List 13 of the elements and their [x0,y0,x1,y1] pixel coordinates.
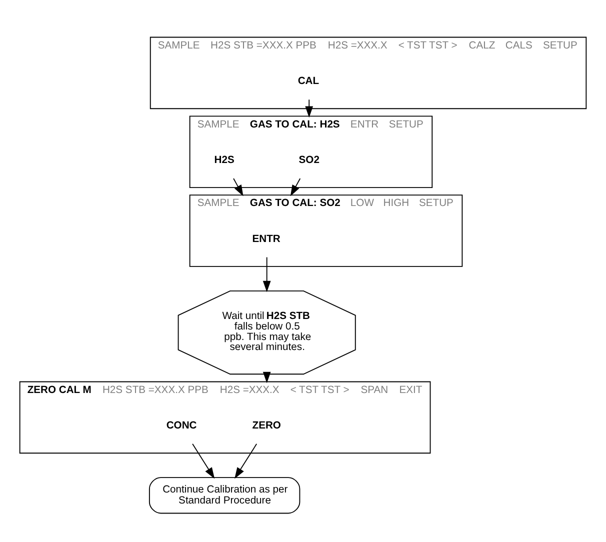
node-box: Continue Calibration as per Standard Procedure [148,476,300,514]
arrow [262,256,271,292]
arrow [305,98,314,118]
node-text: SO2 [298,154,320,166]
node-text: ENTR [252,233,280,244]
arrow [192,442,215,478]
node-text: H2S [214,154,234,166]
node-text: CONC [166,420,197,432]
arrow [234,442,258,478]
node-text: ZERO [252,420,281,432]
arrow [290,178,301,196]
node-text: CAL [298,76,320,87]
arrow [233,178,244,196]
